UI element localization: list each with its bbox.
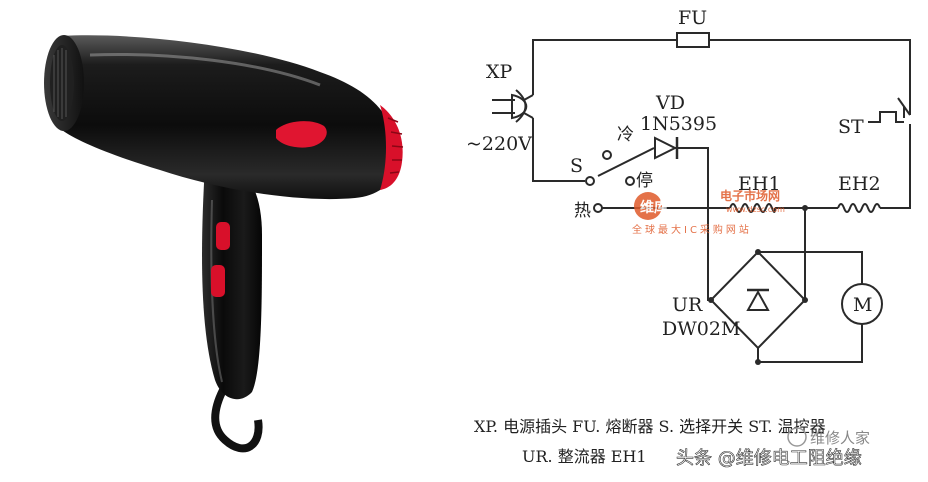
fuse-label: FU [678, 7, 707, 29]
motor-label: M [853, 294, 872, 316]
chat-bubble-icon [787, 427, 807, 447]
rectifier-ref-label: UR [672, 294, 703, 316]
switch-cold-contact [602, 150, 612, 160]
diode-symbol [654, 136, 679, 160]
thermostat-symbol [868, 97, 911, 140]
watermark-slogan: 全球最大IC采购网站 [632, 223, 752, 236]
circuit-diagram: FU XP ~220V VD 1N5395 S 冷 停 热 EH1 EH2 ST [466, 7, 911, 469]
attribution-watermark: 头条 @维修电工阻绝缘 [676, 448, 862, 469]
watermark-logo-icon [634, 192, 662, 220]
heater-eh2-label: EH2 [838, 173, 881, 195]
motor-symbol [841, 283, 883, 325]
switch-hot-contact [593, 203, 603, 213]
cool-shot-button [276, 121, 327, 148]
switch-stop-label: 停 [636, 171, 653, 191]
switch-hot-label: 热 [574, 201, 591, 221]
switch-label: S [570, 155, 583, 177]
plug-label: XP [486, 61, 513, 83]
hair-dryer-image [44, 35, 404, 453]
thermostat-label: ST [838, 116, 864, 138]
diode-ref-label: VD [655, 92, 685, 114]
heater-eh2-symbol [837, 203, 881, 213]
dryer-handle [202, 165, 262, 400]
switch-stop-contact [625, 176, 635, 186]
power-cord [211, 372, 263, 453]
channel-name: 维修人家 [810, 429, 870, 447]
legend-line-2: UR. 整流器 EH1 [522, 447, 647, 466]
watermark-logo-mark: 维库 [640, 199, 668, 216]
diode-part-label: 1N5395 [640, 113, 717, 135]
switch-common-contact [585, 176, 595, 186]
watermark-url: www.dzsc.com [726, 205, 785, 214]
switch-cold-label: 冷 [617, 125, 634, 145]
heater-eh1-label: EH1 [738, 173, 781, 195]
plug-symbol [492, 89, 534, 123]
heater-eh1-symbol [729, 203, 776, 213]
heat-switch [211, 265, 225, 297]
rear-cap [380, 105, 403, 190]
voltage-label: ~220V [466, 133, 532, 155]
site-watermark: 维库 电子市场网 www.dzsc.com 全球最大IC采购网站 [632, 188, 785, 236]
dryer-body [62, 35, 399, 200]
rectifier-bridge-symbol [708, 249, 808, 365]
rectifier-part-label: DW02M [662, 318, 740, 340]
watermark-site-name: 电子市场网 [720, 188, 780, 203]
channel-watermark: 维修人家 [787, 427, 870, 447]
legend-line-1: XP. 电源插头 FU. 熔断器 S. 选择开关 ST. 温控器 [474, 417, 826, 436]
speed-switch [216, 222, 230, 250]
fuse-symbol [676, 32, 710, 48]
